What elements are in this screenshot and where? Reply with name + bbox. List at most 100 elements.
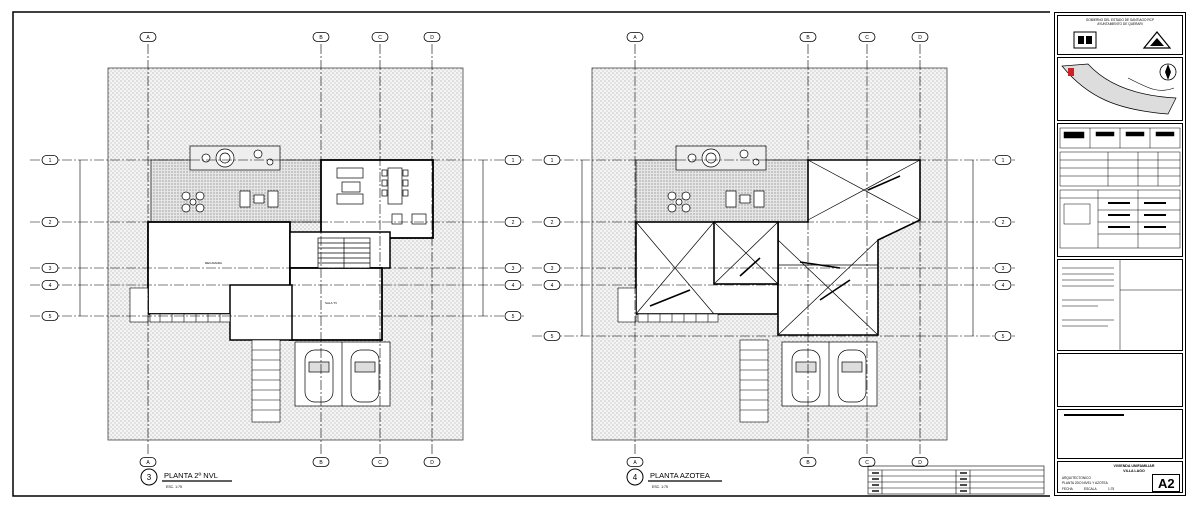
axis-label: 5 xyxy=(551,334,554,340)
room-label: RECAMARA xyxy=(205,261,222,265)
plan-title-right: 4 PLANTA AZOTEA ESC. 1:75 xyxy=(626,468,722,489)
axis-bubble xyxy=(41,311,59,321)
plan-number-right: 4 xyxy=(633,473,638,482)
plan-title-text-left: PLANTA 2º NVL xyxy=(164,471,218,480)
notes-section xyxy=(1057,259,1183,351)
stairs xyxy=(317,237,371,269)
axis-label: C xyxy=(378,460,382,466)
axis-label: 4 xyxy=(1002,283,1005,289)
plan-scale-right: ESC. 1:75 xyxy=(652,485,668,489)
jacuzzi xyxy=(189,145,281,171)
government-text: GOBIERNO DEL ESTADO DE SANTIAGO RCP xyxy=(1085,18,1155,22)
room-center xyxy=(289,267,383,341)
axis-label: C xyxy=(378,35,382,41)
axis-bubble xyxy=(994,155,1012,165)
axis-label: 3 xyxy=(1002,266,1005,272)
plan-azotea xyxy=(591,67,948,441)
plan-number-left: 3 xyxy=(147,473,152,482)
axis-bubble xyxy=(543,217,561,227)
axis-label: 4 xyxy=(512,283,515,289)
axis-bubble xyxy=(858,32,876,42)
exterior-stairs xyxy=(739,339,769,423)
axis-bubble xyxy=(504,155,522,165)
axis-bubble xyxy=(41,217,59,227)
axis-bubble xyxy=(371,457,389,467)
axis-bubble xyxy=(504,263,522,273)
axis-bubble xyxy=(799,32,817,42)
axis-bubble xyxy=(41,263,59,273)
municipality-text: AYUNTAMIENTO DE QUERARI xyxy=(1097,22,1143,26)
sheet-code: A2 xyxy=(1158,476,1175,491)
plan-scale-left: ESC. 1:75 xyxy=(166,485,182,489)
terrace-furniture xyxy=(181,190,279,213)
axis-label: B xyxy=(806,460,810,466)
project-info-grid xyxy=(1057,123,1183,257)
plan-title-left: 3 PLANTA 2º NVL ESC. 1:75 xyxy=(140,468,232,489)
axis-bubble xyxy=(423,32,441,42)
project-type: VIVIENDA UNIFAMILIAR xyxy=(1113,464,1155,468)
axis-label: D xyxy=(430,35,434,41)
state-seal-icon xyxy=(1073,31,1097,49)
axis-bubble xyxy=(504,217,522,227)
axis-label: B xyxy=(319,35,323,41)
railing-blocks xyxy=(129,287,231,323)
sheet-content: PLANTA 2DO NIVEL Y AZOTEA xyxy=(1062,481,1108,485)
floor-plans: RECAMARA SALA TV xyxy=(12,11,1050,497)
municipal-logo-icon xyxy=(1142,31,1172,49)
axis-bubble xyxy=(626,32,644,42)
axis-bubble xyxy=(504,280,522,290)
axis-label: A xyxy=(146,35,150,41)
observations-section xyxy=(1057,409,1183,459)
axis-bubble xyxy=(994,217,1012,227)
axis-bubble xyxy=(626,457,644,467)
axis-label: 2 xyxy=(551,220,554,226)
plan-segundo-nivel: RECAMARA SALA TV xyxy=(107,67,464,441)
axis-bubble xyxy=(371,32,389,42)
axis-label: 1 xyxy=(551,158,554,164)
roof-slope-lines xyxy=(635,159,921,336)
axis-label: C xyxy=(865,460,869,466)
axis-label: B xyxy=(319,460,323,466)
terrace-furniture xyxy=(667,190,765,213)
axis-bubble xyxy=(543,280,561,290)
project-name: VILLA LAGO xyxy=(1123,469,1145,473)
axis-label: 1 xyxy=(1002,158,1005,164)
axis-label: 3 xyxy=(512,266,515,272)
balcony xyxy=(229,284,293,341)
discipline: ARQUITECTONICO xyxy=(1062,476,1091,480)
axis-label: B xyxy=(806,35,810,41)
axis-label: 2 xyxy=(512,220,515,226)
date-label: FECHA xyxy=(1062,487,1073,491)
location-map xyxy=(1057,57,1183,121)
axis-label: A xyxy=(633,35,637,41)
site-map-icon xyxy=(1061,63,1177,115)
revisions-section xyxy=(1057,353,1183,407)
jacuzzi xyxy=(675,145,767,171)
axis-bubble xyxy=(858,457,876,467)
axis-label: D xyxy=(918,35,922,41)
axis-label: 2 xyxy=(1002,220,1005,226)
axis-label: 4 xyxy=(49,283,52,289)
axis-label: A xyxy=(146,460,150,466)
axis-bubble xyxy=(994,263,1012,273)
axis-bubble xyxy=(41,155,59,165)
axis-label: 3 xyxy=(49,266,52,272)
axis-bubble xyxy=(911,457,929,467)
sheet-number-box: A2 xyxy=(1152,474,1180,492)
railing-blocks xyxy=(617,287,719,323)
axis-label: 1 xyxy=(49,158,52,164)
axis-label: 5 xyxy=(49,314,52,320)
axis-bubble xyxy=(799,457,817,467)
axis-bubble xyxy=(911,32,929,42)
axis-label: 5 xyxy=(1002,334,1005,340)
axis-bubble xyxy=(139,457,157,467)
axis-label: 3 xyxy=(551,266,554,272)
axis-bubble xyxy=(543,331,561,341)
living-furniture xyxy=(336,167,427,225)
project-name-section: VIVIENDA UNIFAMILIAR VILLA LAGO ARQUITEC… xyxy=(1057,461,1183,493)
scale-value: 1:75 xyxy=(1108,487,1115,491)
axis-label: A xyxy=(633,460,637,466)
axis-bubble xyxy=(994,280,1012,290)
